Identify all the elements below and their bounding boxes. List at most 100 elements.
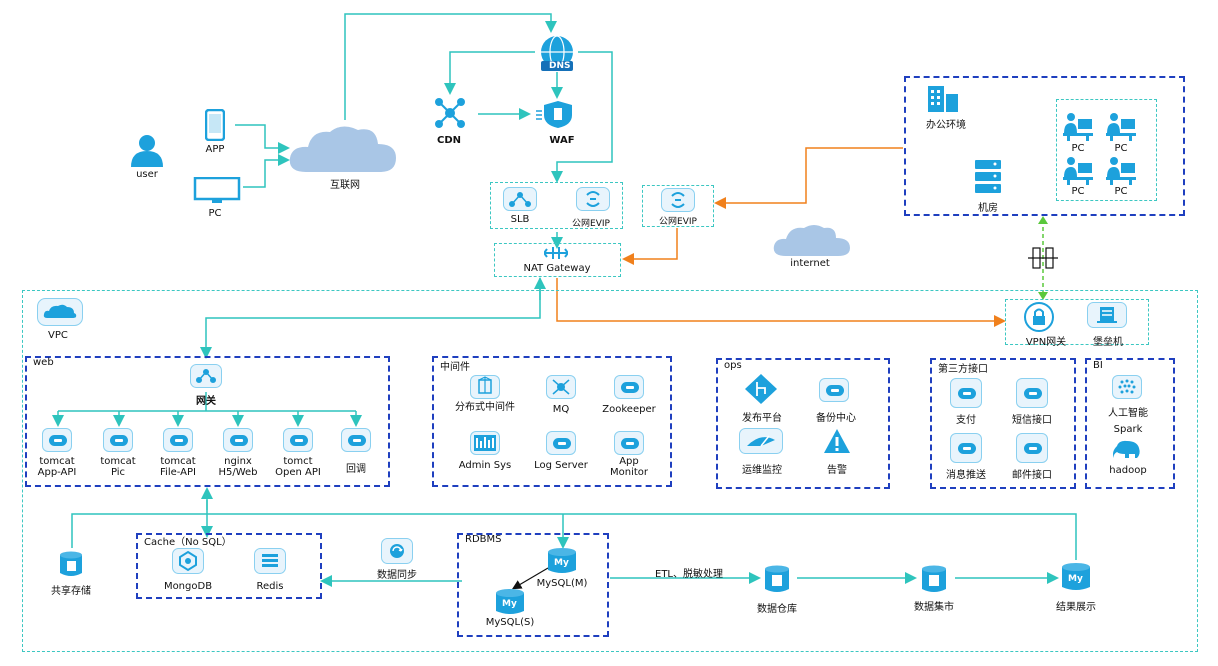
- app-label: APP: [205, 144, 225, 155]
- rdbms-title: RDBMS: [465, 534, 502, 545]
- office-pc-icon-4: [1106, 155, 1136, 185]
- hadoop-elephant-icon: [1111, 438, 1143, 462]
- nat-label: NAT Gateway: [523, 263, 591, 274]
- pc-label: PC: [208, 208, 222, 219]
- middleware-group: [432, 356, 672, 487]
- ai-icon: [1112, 375, 1142, 399]
- web-service-icon-2: [103, 428, 133, 452]
- user-label: user: [136, 169, 158, 180]
- office-pc-icon-3: [1063, 155, 1093, 185]
- mongodb-icon: [172, 548, 204, 574]
- middleware-label-5: Log Server: [534, 460, 588, 471]
- middleware-label-6: App Monitor: [609, 456, 648, 478]
- ops-group: [716, 358, 890, 489]
- middleware-icon-3: [614, 375, 644, 399]
- release-platform-icon: [745, 374, 777, 404]
- mysql-master-icon: My: [546, 547, 578, 575]
- redis-icon: [254, 548, 286, 574]
- web-service-icon-5: [283, 428, 313, 452]
- middleware-title: 中间件: [440, 362, 470, 373]
- web-service-icon-3: [163, 428, 193, 452]
- nat-icon: [542, 246, 570, 260]
- vpc-icon: [37, 298, 83, 326]
- backup-center-icon: [819, 378, 849, 402]
- third-party-title: 第三方接口: [938, 364, 988, 375]
- nat-gateway-group: [494, 243, 621, 277]
- rdbms-group: [457, 533, 609, 637]
- third-label-1: 支付: [956, 415, 976, 426]
- sms-icon: [1016, 378, 1048, 408]
- middleware-label-4: Admin Sys: [458, 460, 512, 471]
- waf-shield-icon: [536, 99, 576, 129]
- cache-title: Cache（No SQL）: [144, 537, 232, 548]
- eip-label-1: 公网EVIP: [572, 219, 610, 229]
- data-sync-label: 数据同步: [377, 570, 417, 581]
- vpc-container: [22, 290, 1198, 652]
- bastion-label: 堡垒机: [1093, 337, 1123, 348]
- data-mart-icon: [920, 564, 948, 594]
- cdn-icon: [435, 98, 465, 128]
- shared-storage-label: 共享存储: [51, 586, 91, 597]
- middleware-label-3: Zookeeper: [602, 404, 656, 415]
- office-pc-label-3: PC: [1071, 186, 1085, 197]
- data-mart-label: 数据集市: [914, 602, 954, 613]
- third-label-3: 消息推送: [946, 470, 986, 481]
- middleware-label-2: MQ: [552, 404, 570, 415]
- slb-group: [490, 182, 623, 229]
- vpc-label: VPC: [48, 330, 68, 341]
- eip-label-2: 公网EVIP: [659, 217, 697, 227]
- hadoop-label: hadoop: [1109, 465, 1147, 476]
- eip-icon: [576, 187, 610, 211]
- gateway-label: 网关: [196, 396, 216, 407]
- building-icon: [924, 84, 960, 112]
- middleware-icon-2: [546, 375, 576, 399]
- vpn-lock-icon: [1023, 302, 1055, 332]
- web-service-icon-6: [341, 428, 371, 452]
- office-environment-group: [904, 76, 1185, 216]
- bi-title: BI: [1093, 360, 1103, 371]
- eip-group: [642, 185, 714, 227]
- alert-icon: [823, 428, 851, 454]
- ops-label-3: 运维监控: [742, 465, 782, 476]
- office-pc-label-2: PC: [1114, 143, 1128, 154]
- bi-group: [1085, 358, 1175, 489]
- cdn-label: CDN: [436, 135, 462, 146]
- middleware-icon-6: [614, 431, 644, 455]
- push-icon: [950, 433, 982, 463]
- slb-label: SLB: [510, 214, 530, 225]
- dns-globe-icon: DNS: [533, 33, 581, 73]
- waf-label: WAF: [549, 135, 575, 146]
- office-pc-label-1: PC: [1071, 143, 1085, 154]
- office-env-label: 办公环境: [926, 120, 966, 131]
- ops-label-4: 告警: [827, 465, 847, 476]
- data-sync-icon: [381, 538, 413, 564]
- mysql-slave-label: MySQL(S): [485, 617, 535, 628]
- ops-title: ops: [724, 360, 742, 371]
- email-icon: [1016, 433, 1048, 463]
- server-rack-icon: [975, 160, 1001, 194]
- spark-label: Spark: [1113, 424, 1143, 435]
- user-icon: [129, 133, 165, 167]
- internet-small-cloud-icon: [772, 222, 852, 258]
- bastion-icon: [1087, 302, 1127, 328]
- vpn-label: VPN网关: [1025, 337, 1067, 348]
- middleware-icon-4: [470, 431, 500, 455]
- cache-group: [136, 533, 322, 599]
- phone-icon: [204, 108, 226, 142]
- third-party-group: [930, 358, 1076, 489]
- mongodb-label: MongoDB: [163, 581, 213, 592]
- web-service-icon-4: [223, 428, 253, 452]
- monitor-icon: [193, 176, 241, 205]
- data-warehouse-icon: [763, 564, 791, 594]
- mysql-slave-my: My: [502, 599, 517, 609]
- mysql-slave-icon: My: [494, 588, 526, 616]
- web-service-label-6: 回调: [346, 464, 366, 475]
- ops-label-1: 发布平台: [742, 413, 782, 424]
- result-display-icon: My: [1060, 562, 1092, 592]
- office-pc-label-4: PC: [1114, 186, 1128, 197]
- vpn-group: [1005, 299, 1149, 345]
- office-pc-icon-2: [1106, 111, 1136, 141]
